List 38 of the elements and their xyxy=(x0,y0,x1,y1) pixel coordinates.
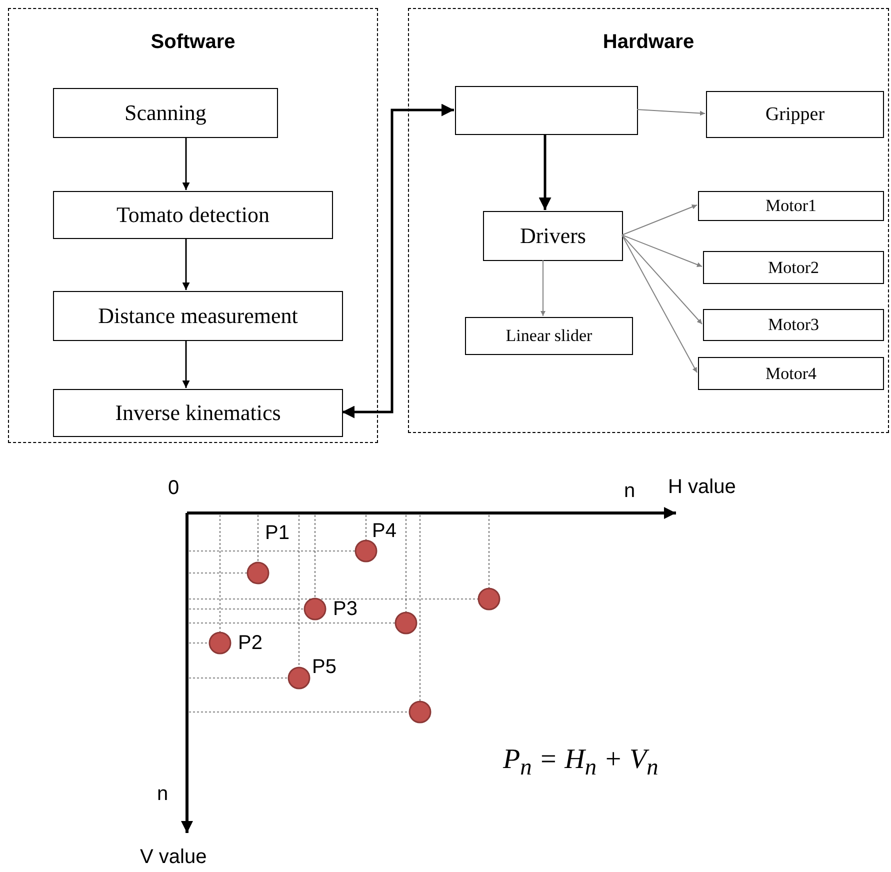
axis-label: n xyxy=(157,783,168,806)
arrow xyxy=(540,260,546,316)
group-frame xyxy=(8,8,378,443)
arrow xyxy=(622,234,698,373)
process-box: Distance measurement xyxy=(53,291,343,341)
arrow xyxy=(182,238,190,290)
process-box: Tomato detection xyxy=(53,191,333,239)
group-title: Hardware xyxy=(602,31,696,54)
axis-label: 0 xyxy=(168,477,180,500)
arrow xyxy=(622,234,702,267)
arrow xyxy=(636,109,706,116)
axis-label: V value xyxy=(140,846,207,869)
arrow xyxy=(342,104,454,418)
box-shape xyxy=(455,86,638,135)
process-box: Inverse kinematics xyxy=(53,389,343,437)
point-label: P5 xyxy=(312,656,336,679)
process-box: Motor2 xyxy=(703,251,884,284)
process-box: Motor3 xyxy=(703,309,884,341)
arrow xyxy=(622,234,702,324)
point-label: P1 xyxy=(265,522,290,545)
axis-label: n xyxy=(624,480,636,503)
process-box: Gripper xyxy=(706,91,884,138)
point-label: P4 xyxy=(372,520,396,543)
arrow xyxy=(182,137,190,190)
axis-label: H value xyxy=(668,476,736,499)
point-label: P2 xyxy=(238,632,262,655)
process-box: Motor4 xyxy=(698,357,884,390)
arrow xyxy=(538,134,552,210)
process-box: Drivers xyxy=(483,211,623,261)
process-box: Motor1 xyxy=(698,191,884,221)
formula: P$_{n}$ = H$_{n}$ + V$_{n}$ xyxy=(503,744,658,782)
group-title: Software xyxy=(150,31,236,54)
arrow xyxy=(182,340,190,388)
point-label: P3 xyxy=(333,598,358,621)
arrow xyxy=(622,204,698,236)
group-frame xyxy=(408,8,889,433)
process-box: Scanning xyxy=(53,88,278,138)
process-box: Linear slider xyxy=(465,317,633,355)
